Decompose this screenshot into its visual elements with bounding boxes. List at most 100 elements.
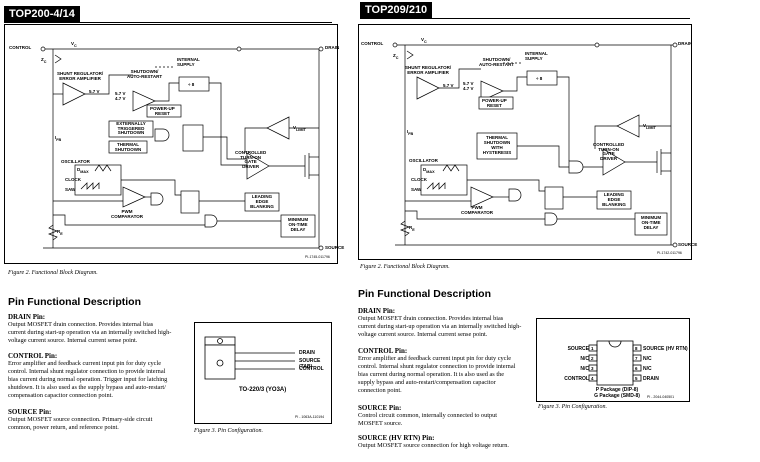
pin-desc: Output MOSFET source connection for high…: [358, 442, 509, 449]
vilimit-label: VLIMIT: [293, 125, 306, 132]
dip8-package-drawing: [588, 340, 642, 386]
shutdown-label: SHUTDOWN/AUTO-RESTART: [479, 57, 515, 67]
shutdown-label: SHUTDOWN/AUTO-RESTART: [127, 69, 163, 79]
package-id: PI - 2044-040501: [647, 395, 675, 399]
pin-name: SOURCE (HV RTN) Pin:: [358, 434, 435, 442]
package-pin: DRAIN: [299, 350, 315, 356]
oscillator-label: OSCILLATOR: [61, 159, 90, 164]
source-label: SOURCE: [678, 242, 698, 247]
pin-desc: Control circuit common, internally conne…: [358, 412, 498, 427]
vc-label: VC: [71, 41, 77, 48]
package-id: PI - 1063A-110194: [295, 415, 325, 419]
clock-label: CLOCK: [411, 177, 427, 182]
pin-number: 7: [635, 356, 638, 361]
section-tab: TOP209/210: [360, 2, 433, 18]
pin-heading: Pin Functional Description: [358, 288, 492, 300]
functional-block-diagram: [40, 46, 324, 251]
block-diagram-panel: CONTROL VC ZC DRAIN SHUNT REGULATOR/ERRO…: [358, 24, 697, 260]
diagram-id: PI-1742-011796: [657, 251, 682, 255]
zc-label: ZC: [393, 53, 399, 60]
pin-name: DRAIN Pin:: [8, 313, 46, 321]
package-panel: DRAIN SOURCE (TAB) CONTROL TO-220/3 (YO3…: [194, 322, 332, 424]
package-pin: SOURCE (TAB): [299, 358, 321, 370]
re-label: RE: [409, 225, 415, 232]
zc-label: ZC: [41, 57, 47, 64]
shunt-label: SHUNT REGULATOR/ERROR AMPLIFIER: [57, 71, 104, 81]
block-diagram-panel: CONTROL VC ZC DRAIN SHUNT REGULATOR/ERRO…: [4, 24, 344, 264]
drain-label: DRAIN: [678, 41, 693, 46]
pin-name: CONTROL Pin:: [8, 352, 58, 360]
ifb-label: IFB: [407, 129, 414, 136]
pin-number: 3: [591, 366, 594, 371]
pin-name: DRAIN Pin:: [358, 307, 396, 315]
package-pin: N/C: [643, 356, 652, 362]
pin-name: CONTROL Pin:: [358, 347, 408, 355]
package-pin: N/C: [580, 356, 589, 362]
package-pin: CONTROL: [564, 376, 589, 382]
diagram-id: PI-1745-011796: [305, 255, 330, 259]
pin-heading: Pin Functional Description: [8, 296, 142, 308]
ifb-label: IFB: [55, 135, 62, 142]
pin-name: SOURCE Pin:: [8, 408, 52, 416]
divide-label: ÷ 8: [536, 76, 543, 81]
control-label: CONTROL: [361, 41, 384, 46]
functional-block-diagram: [392, 42, 678, 248]
pin-number: 4: [591, 376, 594, 381]
pin-number: 2: [591, 356, 594, 361]
vc-label: VC: [421, 37, 427, 44]
v57-label: 5.7 V: [89, 89, 100, 94]
package-pin: SOURCE: [567, 346, 589, 352]
divide-label: ÷ 8: [188, 82, 195, 87]
v57-label: 5.7 V: [443, 83, 454, 88]
pin-desc: Error amplifier and feedback current inp…: [358, 355, 516, 394]
pin-desc: Output MOSFET drain connection. Provides…: [8, 321, 172, 344]
section-tab: TOP200-4/14: [4, 6, 80, 22]
control-label: CONTROL: [9, 45, 32, 50]
package-pin: N/C: [580, 366, 589, 372]
re-label: RE: [57, 229, 63, 236]
package-pin: SOURCE (HV RTN): [643, 346, 688, 352]
drain-label: DRAIN: [325, 45, 340, 50]
pin-number: 1: [591, 346, 594, 351]
to220-package-drawing: [204, 336, 295, 380]
package-pin: DRAIN: [643, 376, 659, 382]
shunt-label: SHUNT REGULATOR/ERROR AMPLIFIER: [405, 65, 452, 75]
dmax-label: DMAX: [423, 167, 435, 174]
dmax-label: DMAX: [77, 167, 89, 174]
package-pin: N/C: [643, 366, 652, 372]
figure-caption: Figure 2. Functional Block Diagram.: [360, 264, 450, 270]
source-label: SOURCE: [325, 245, 345, 250]
pin-number: 5: [635, 376, 638, 381]
saw-label: SAW: [65, 187, 76, 192]
pin-number: 8: [635, 346, 638, 351]
figure-caption: Figure 3. Pin Configuration.: [538, 404, 607, 410]
section-rule: [4, 22, 332, 23]
figure-caption: Figure 3. Pin Configuration.: [194, 428, 263, 434]
pin-name: SOURCE Pin:: [358, 404, 402, 412]
saw-label: SAW: [411, 187, 422, 192]
package-pin: CONTROL: [299, 366, 324, 372]
package-name: TO-220/3 (YO3A): [239, 387, 287, 393]
vilimit-label: VLIMIT: [643, 123, 656, 130]
clock-label: CLOCK: [65, 177, 81, 182]
pin-desc: Output MOSFET drain connection. Provides…: [358, 315, 522, 338]
package-name: P Package (DIP-8)G Package (SMD-8): [594, 387, 640, 399]
figure-caption: Figure 2. Functional Block Diagram.: [8, 270, 98, 276]
section-rule: [360, 18, 690, 19]
pin-number: 6: [635, 366, 638, 371]
